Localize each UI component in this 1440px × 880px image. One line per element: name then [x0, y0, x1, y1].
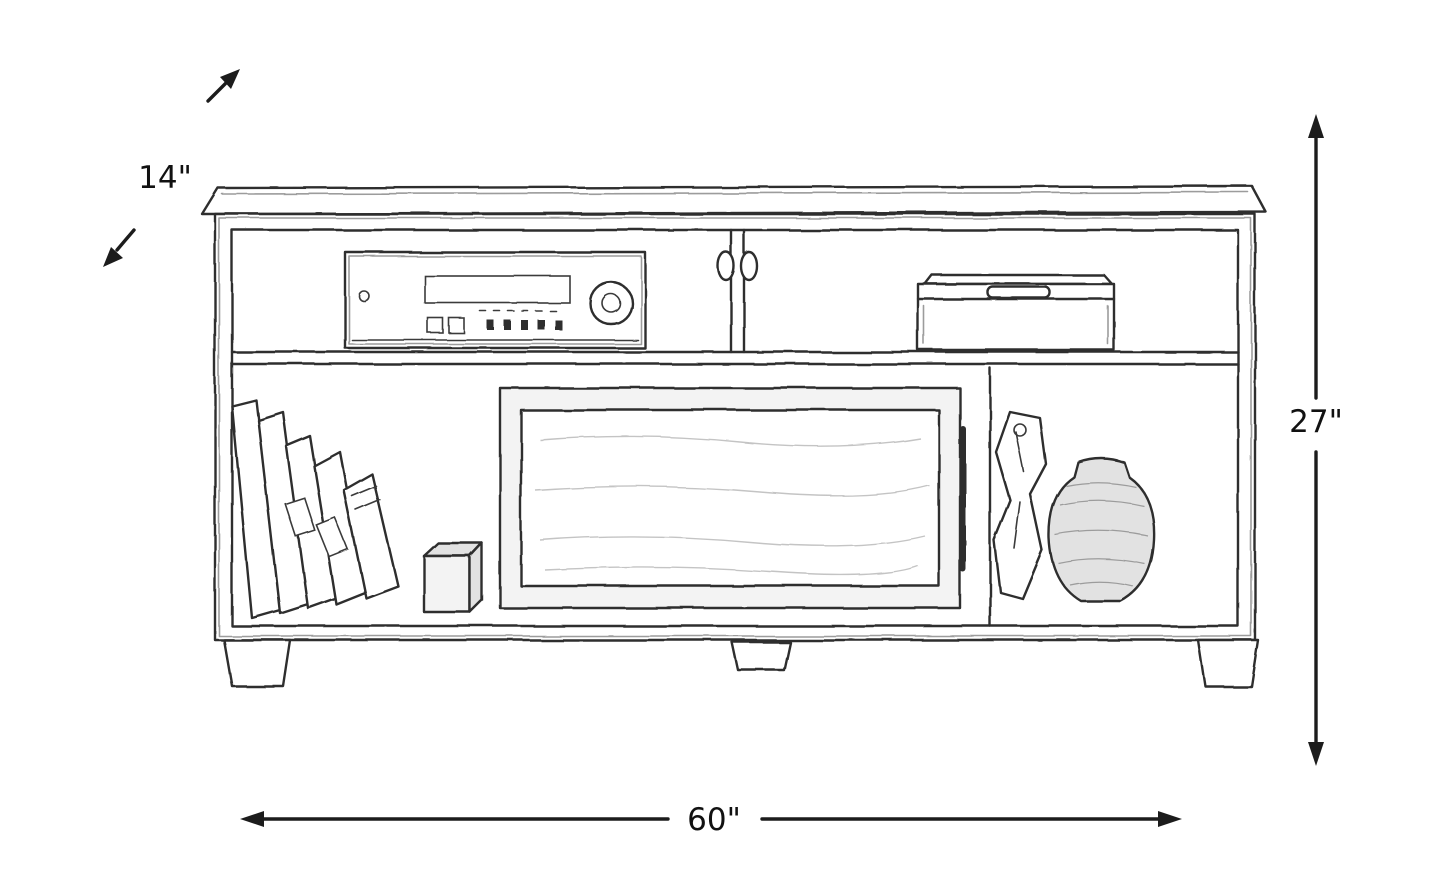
storage-box [916, 273, 1116, 352]
sliding-door [498, 366, 992, 628]
divider-knob-pair [716, 250, 759, 282]
vase-texture [1054, 482, 1149, 587]
width-dimension: 60" [240, 802, 1182, 838]
door-texture [534, 435, 931, 576]
round-vase [1047, 456, 1156, 603]
height-dimension: 27" [1289, 114, 1343, 766]
stereo-receiver [343, 250, 647, 350]
door-handle [960, 426, 966, 572]
depth-label: 14" [138, 160, 192, 196]
width-label: 60" [687, 802, 741, 838]
middle-shelf [230, 350, 1240, 366]
receiver-display [424, 275, 571, 304]
cabinet-sketch [200, 184, 1268, 688]
top-divider [729, 228, 746, 354]
cabinet-feet [222, 638, 1260, 688]
book-spine-marks [284, 485, 381, 558]
cabinet-top-slab [200, 184, 1268, 216]
height-label: 27" [1289, 404, 1343, 440]
receiver-knob [588, 280, 634, 326]
faceted-bottle [992, 410, 1048, 600]
leaning-books [230, 398, 400, 620]
storage-box-handle [986, 285, 1052, 300]
depth-dimension: 14" [103, 69, 240, 267]
small-cube [422, 541, 484, 614]
receiver-buttons [427, 310, 562, 334]
